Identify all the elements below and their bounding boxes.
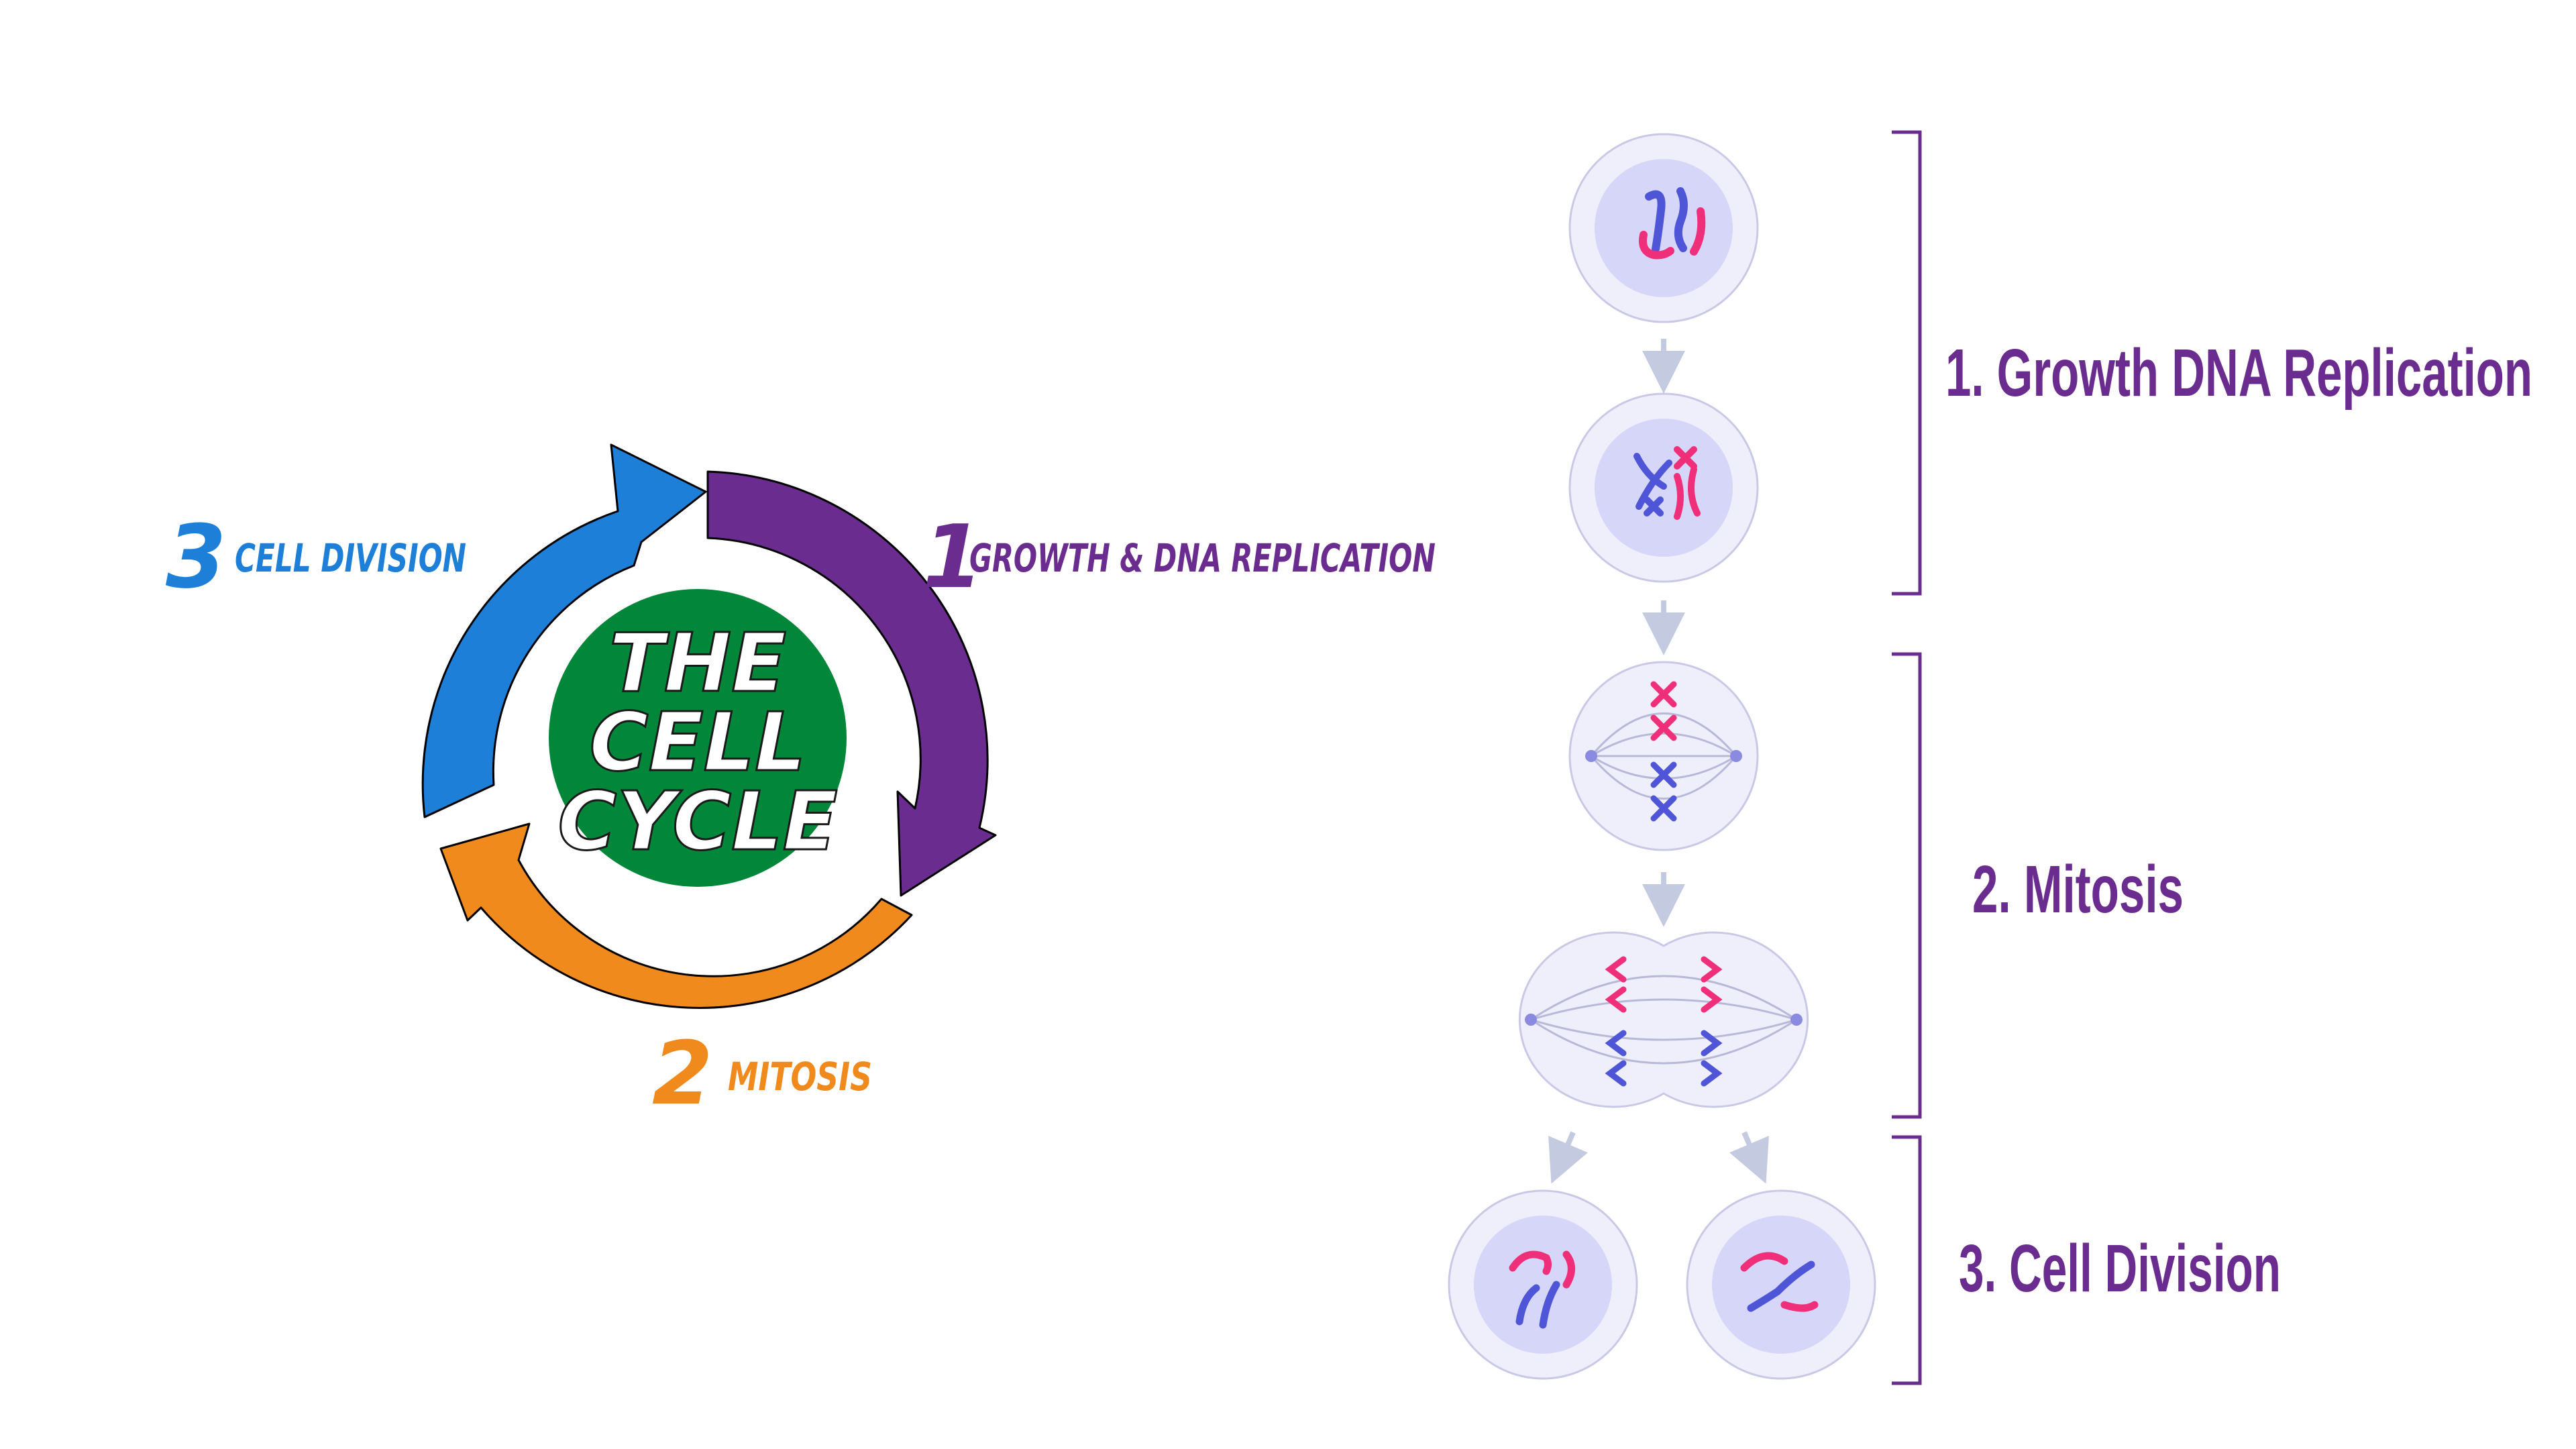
cycle-step-3-label: 3 CELL DIVISION <box>166 506 466 608</box>
cycle-center-title-line-2: CELL <box>590 696 806 790</box>
step-2-text: MITOSIS <box>728 1054 872 1099</box>
bracket-1 <box>1892 130 1922 596</box>
cycle-arrow-purple <box>706 470 997 897</box>
daughter-cell-left <box>1448 1189 1638 1380</box>
stage-brackets <box>1892 130 1922 1385</box>
step-1-number: 1 <box>922 506 983 608</box>
down-arrow-4-left <box>1548 1131 1588 1184</box>
cell-prophase <box>1568 392 1759 583</box>
stage-label-2: 2. Mitosis <box>1972 852 2184 927</box>
cell-anaphase <box>1518 931 1809 1108</box>
cycle-center-title-line-1: THE <box>609 617 786 710</box>
cycle-center-circle <box>549 589 847 887</box>
step-3-text: CELL DIVISION <box>235 535 466 581</box>
step-2-number: 2 <box>652 1022 712 1124</box>
cycle-wheel: THE CELL CYCLE <box>421 443 997 1009</box>
bracket-2 <box>1892 652 1922 1119</box>
down-arrow-4-right <box>1729 1131 1769 1184</box>
stage-label-1: 1. Growth DNA Replication <box>1945 335 2532 411</box>
cycle-arrow-blue <box>421 443 707 818</box>
daughter-cell-right <box>1686 1189 1876 1380</box>
step-3-number: 3 <box>166 506 226 608</box>
stage-label-3: 3. Cell Division <box>1959 1231 2281 1306</box>
cycle-step-1-label: 1 GROWTH & DNA REPLICATION <box>922 506 1436 608</box>
cycle-step-2-label: 2 MITOSIS <box>652 1022 872 1124</box>
cycle-arrow-orange <box>439 822 913 1009</box>
cell-metaphase <box>1568 661 1759 851</box>
cell-interphase <box>1568 133 1759 323</box>
stage-column <box>1448 133 1876 1380</box>
cycle-center-title-line-3: CYCLE <box>557 775 837 869</box>
step-1-text: GROWTH & DNA REPLICATION <box>969 535 1436 581</box>
bracket-3 <box>1892 1135 1922 1385</box>
